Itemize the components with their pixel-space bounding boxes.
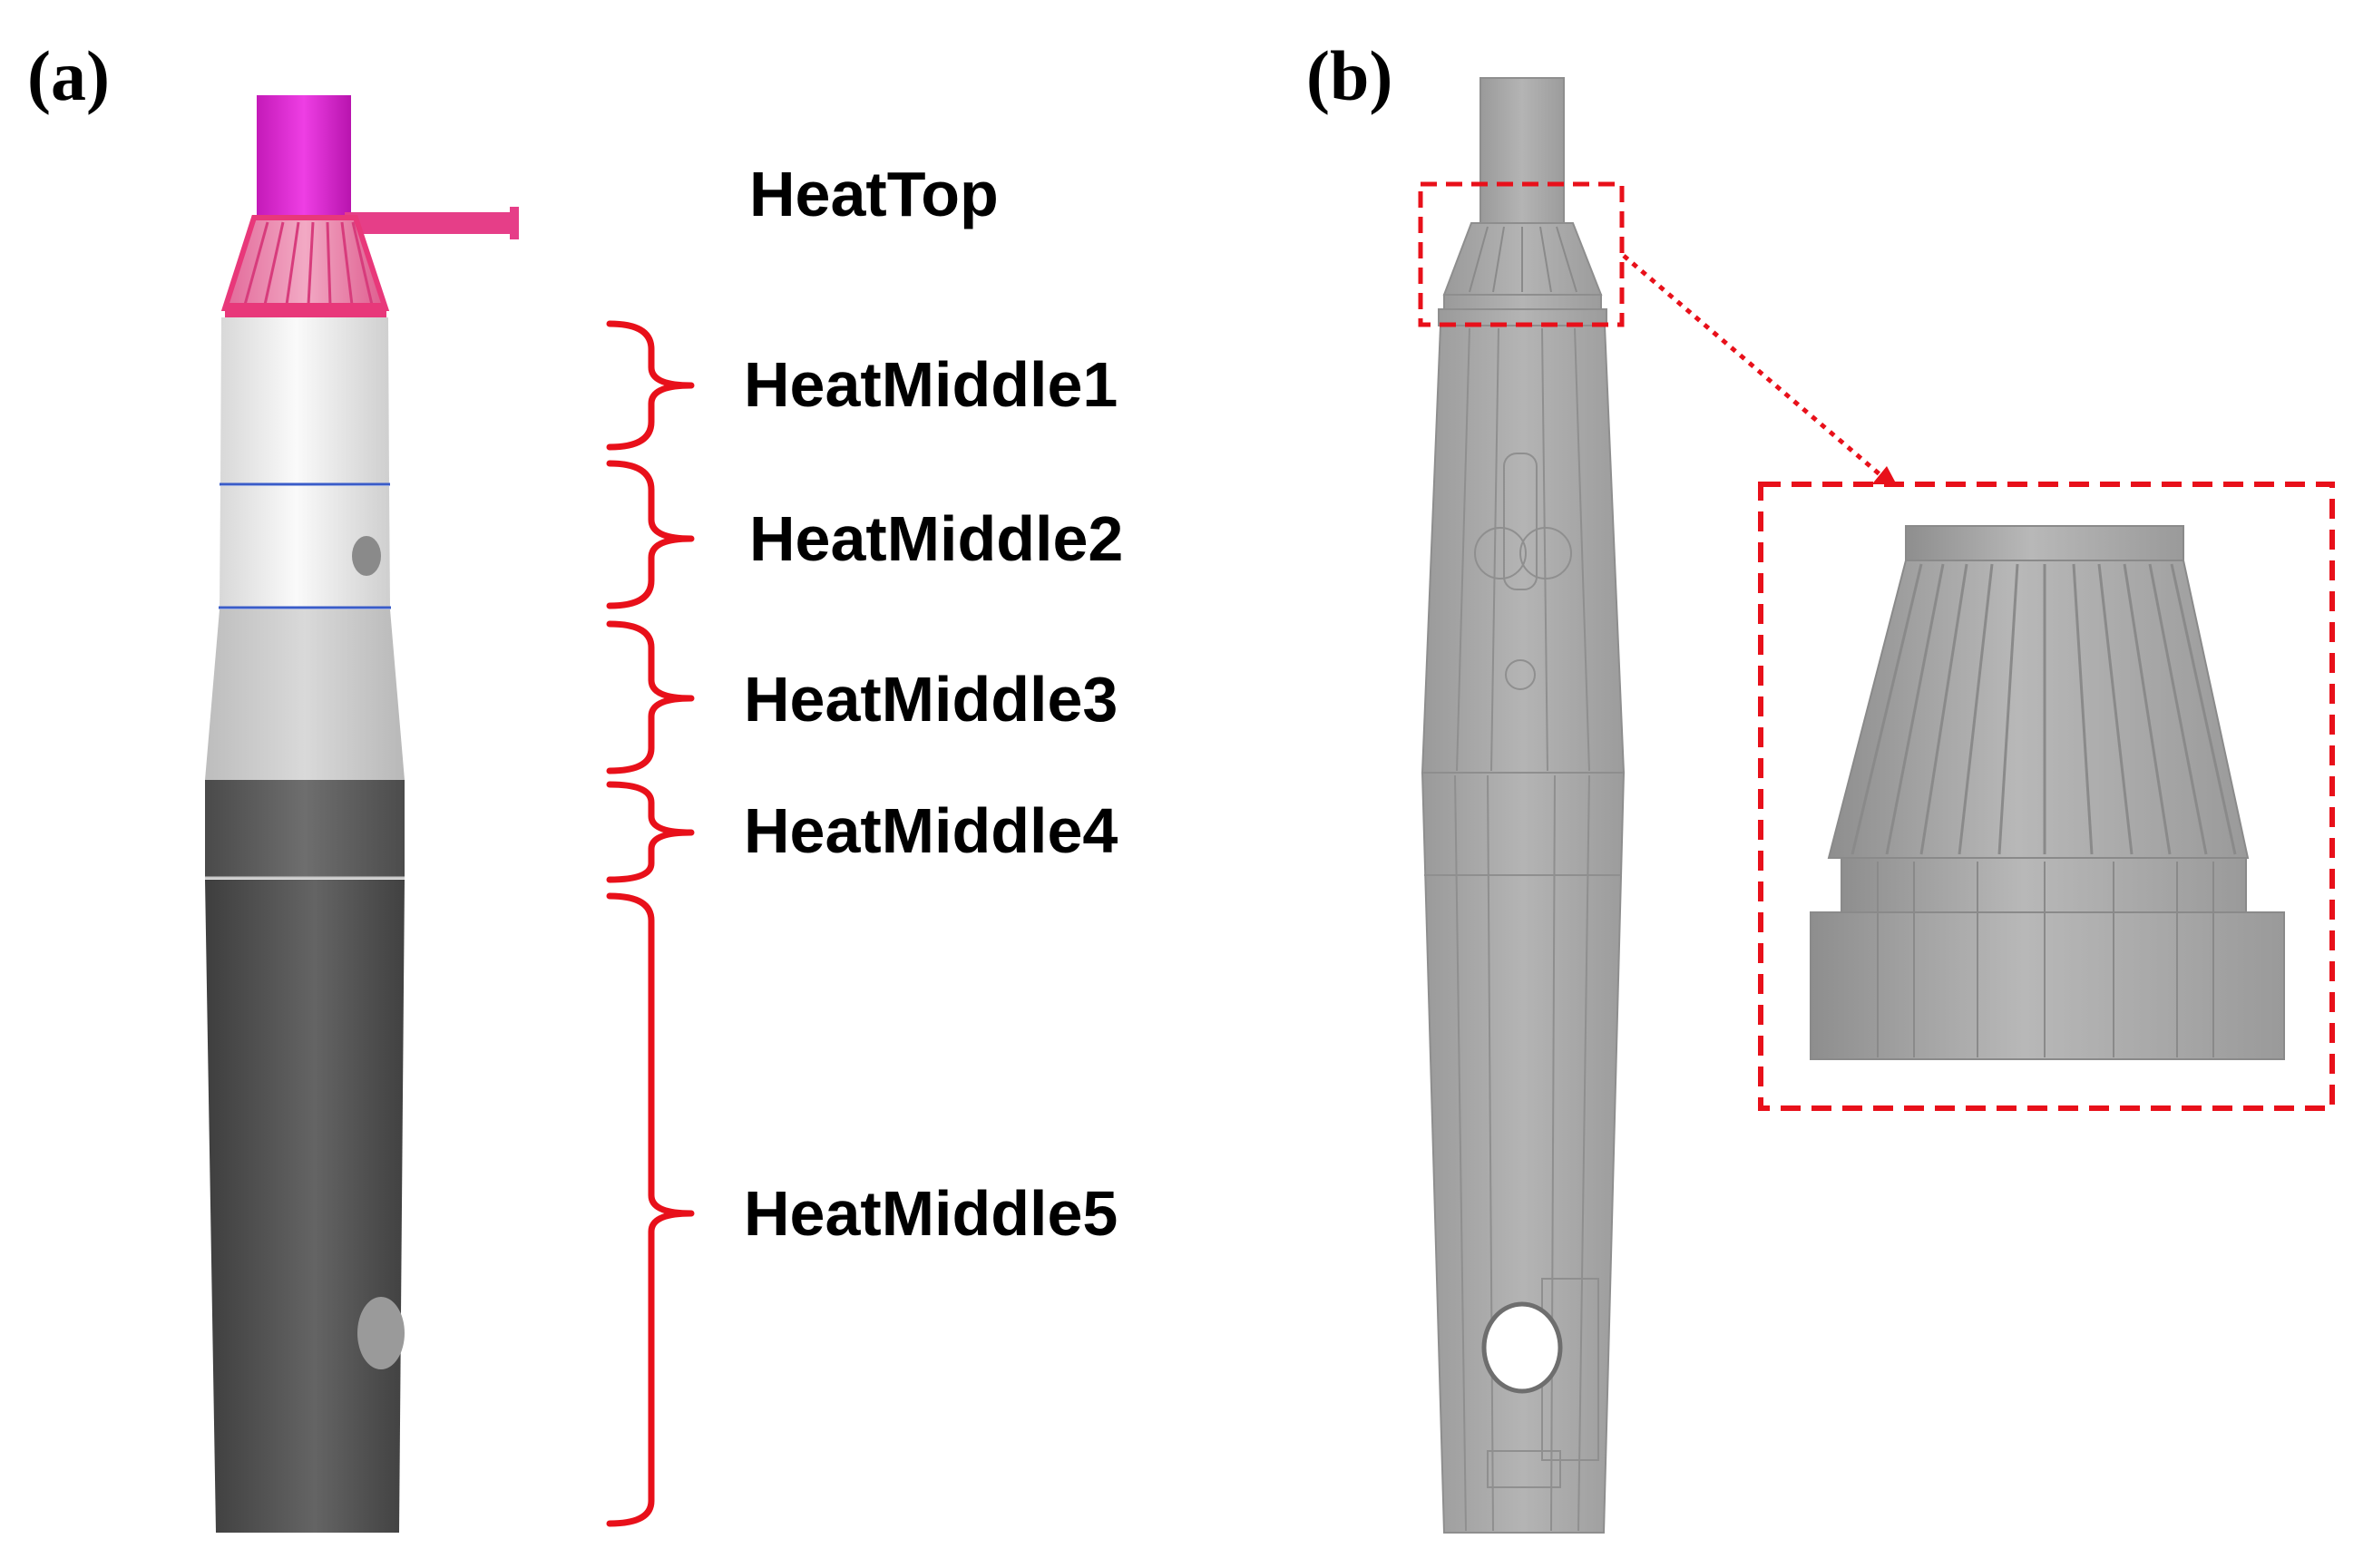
segment-heat-middle-4 [205,780,405,878]
top-pipe [257,95,351,222]
zoom-source-box [1418,181,1625,327]
panel-b-label: (b) [1306,36,1392,115]
segment-heat-middle-1 [220,317,389,484]
b-lower-body [1421,772,1626,1534]
b-lower-hole [1481,1301,1563,1394]
segment-heat-middle-2 [220,486,390,608]
panel-b: (b) [1306,36,2335,1534]
label-heat-middle-5: HeatMiddle5 [744,1178,1118,1249]
segment-heat-middle-5 [205,880,405,1533]
bracket-heat-middle-1 [606,320,695,451]
panel-a-model [205,95,519,1533]
panel-a-label: (a) [27,36,110,115]
bracket-heat-middle-4 [606,781,695,883]
label-heat-middle-4: HeatMiddle4 [744,795,1118,866]
bracket-heat-middle-5 [606,892,695,1527]
segment-brackets [606,320,695,1527]
zoom-arrow [1622,254,1887,481]
b-top-pipe [1479,77,1565,226]
zoom-detail-cone [1810,525,2285,1060]
label-heat-middle-1: HeatMiddle1 [744,349,1118,420]
lower-side-hole [357,1297,405,1369]
side-pipe [345,212,517,234]
bracket-heat-middle-3 [606,620,695,774]
label-heat-middle-3: HeatMiddle3 [744,664,1118,735]
panel-a: (a) [27,36,1123,1533]
bracket-heat-middle-2 [606,460,695,609]
side-hole [352,536,381,576]
panel-b-model [1421,77,1626,1534]
b-upper-body [1421,325,1626,774]
label-heat-middle-2: HeatMiddle2 [749,503,1123,574]
label-heat-top: HeatTop [749,159,999,229]
segment-heat-middle-3 [205,609,405,780]
